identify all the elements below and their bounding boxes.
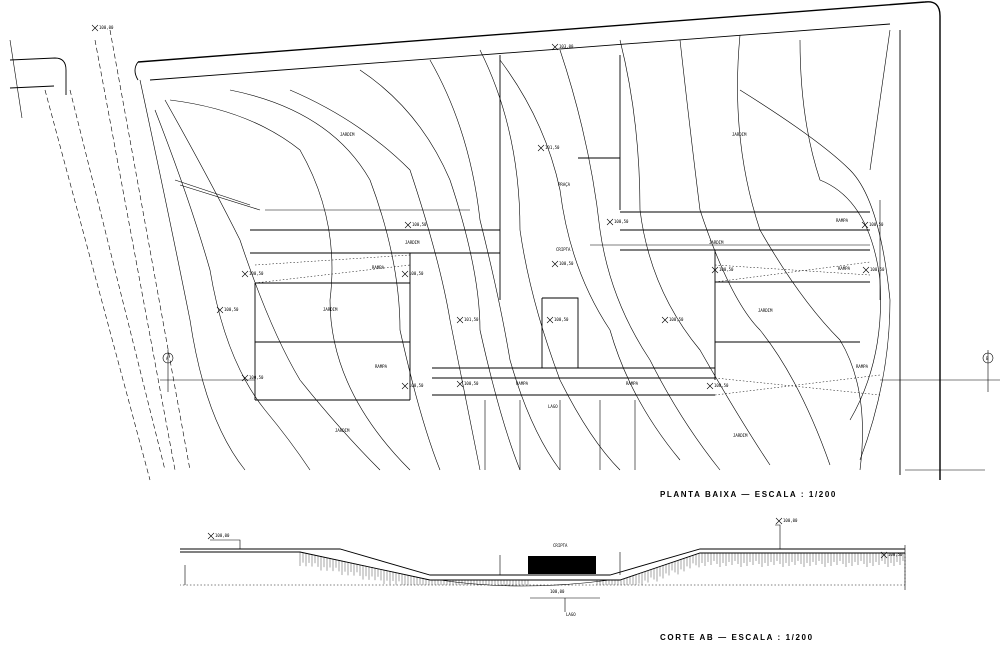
building-platforms (174, 55, 881, 470)
area-label-10: CRIPTA (556, 247, 571, 252)
level-cross-icon (241, 374, 249, 382)
level-cross-icon (606, 218, 614, 226)
level-cross-icon (880, 551, 888, 559)
level-cross-icon (706, 382, 714, 390)
area-label-9: JARDIM (733, 433, 748, 438)
spot-level-6: 100,50 (559, 261, 574, 266)
area-label-13: RAMPA (836, 218, 849, 223)
spot-level-14: 100,50 (249, 375, 264, 380)
area-label-4: JARDIM (405, 240, 420, 245)
area-label-17: RAMPA (626, 381, 639, 386)
spot-level-1: 100,00 (99, 25, 114, 30)
site-boundary (9, 1, 941, 480)
level-cross-icon (456, 316, 464, 324)
spot-level-12: 100,50 (554, 317, 569, 322)
area-label-8: JARDIM (335, 428, 350, 433)
spot-level-19: 100,50 (870, 267, 885, 272)
level-cross-icon (456, 380, 464, 388)
area-label-14: RAMPA (375, 364, 388, 369)
spot-level-10: 100,50 (224, 307, 239, 312)
area-label-7: JARDIM (758, 308, 773, 313)
spot-level-18: 100,50 (869, 222, 884, 227)
section-line: A B (160, 350, 1000, 471)
area-label-5: JARDIM (709, 240, 724, 245)
level-cross-icon (861, 221, 869, 229)
spot-level-4: 100,50 (412, 222, 427, 227)
spot-level-15: 100,50 (409, 383, 424, 388)
section-label-1: 100,00 (215, 533, 230, 538)
spot-level-2: 103,00 (559, 44, 574, 49)
level-cross-icon (241, 270, 249, 278)
section-marker-a: A (166, 356, 169, 361)
level-cross-icon (91, 24, 99, 32)
spot-level-13: 100,50 (669, 317, 684, 322)
level-cross-icon (551, 43, 559, 51)
area-label-18: RAMPA (856, 364, 869, 369)
plan-title: PLANTA BAIXA — ESCALA : 1/200 (660, 490, 837, 499)
level-cross-icon (537, 144, 545, 152)
spot-level-16: 100,50 (464, 381, 479, 386)
section-labels: 100,00 100,00 100,50 CRIPTA LAGO 100,00 (207, 517, 903, 617)
section-title: CORTE AB — ESCALA : 1/200 (660, 633, 814, 642)
level-cross-icon (775, 517, 783, 525)
section-drawing (180, 524, 906, 612)
level-cross-icon (711, 266, 719, 274)
level-cross-icon (661, 316, 669, 324)
spot-level-17: 100,50 (714, 383, 729, 388)
area-label-6: JARDIM (323, 307, 338, 312)
section-label-3: 100,50 (888, 552, 903, 557)
area-label-16: LAGO (548, 404, 558, 409)
spot-level-5: 100,50 (614, 219, 629, 224)
section-label-5: LAGO (566, 612, 576, 617)
spot-level-8: 100,50 (409, 271, 424, 276)
area-labels: JARDIM JARDIM PRAÇA JARDIM JARDIM JARDIM JARDI… (323, 132, 869, 438)
section-marker-b: B (986, 356, 989, 361)
perimeter-dashes (44, 29, 191, 481)
section-label-4: CRIPTA (553, 543, 568, 548)
area-label-15: RAMPA (516, 381, 529, 386)
level-cross-icon (404, 221, 412, 229)
spot-level-7: 100,50 (249, 271, 264, 276)
area-label-11: RAMPA (372, 265, 385, 270)
section-hatch (299, 552, 904, 585)
spot-level-3: 101,50 (545, 145, 560, 150)
level-cross-icon (216, 306, 224, 314)
spot-level-11: 101,50 (464, 317, 479, 322)
area-label-2: JARDIM (732, 132, 747, 137)
level-cross-icon (546, 316, 554, 324)
level-cross-icon (401, 382, 409, 390)
area-label-3: PRAÇA (558, 182, 571, 187)
section-label-6: 100,00 (550, 589, 565, 594)
section-label-2: 100,00 (783, 518, 798, 523)
level-cross-icon (401, 270, 409, 278)
spot-levels: 100,00 103,00 101,50 100,50 100,50 100,50 100,… (91, 24, 885, 390)
contour-lines (139, 29, 891, 471)
level-cross-icon (862, 266, 870, 274)
area-label-1: JARDIM (340, 132, 355, 137)
crypt-block (528, 556, 596, 574)
spot-level-9: 100,50 (719, 267, 734, 272)
area-label-12: RAMPA (838, 266, 851, 271)
level-cross-icon (207, 532, 215, 540)
level-cross-icon (551, 260, 559, 268)
